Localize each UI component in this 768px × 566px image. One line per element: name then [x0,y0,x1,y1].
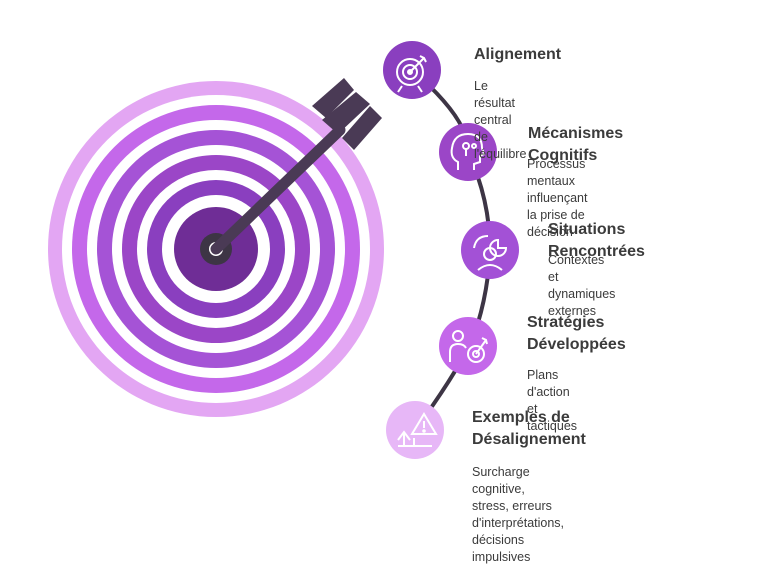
item-description: Surcharge cognitive, stress, erreurs d'i… [472,465,565,564]
item-description: Plans d'action et tactiques [527,368,578,433]
node-mecanismes [439,123,497,181]
arrow [210,78,382,255]
item-description: Le résultat central de l'équilibre [474,79,527,161]
node-strategies [439,317,497,375]
warning-scale-icon [397,412,438,447]
diagram-stage: Alignement Le résultat central de l'équi… [48,41,645,564]
item-description: Contextes et dynamiques externes [548,253,616,318]
item-title: Mécanismes Cognitifs [528,125,624,164]
item-title: Exemples de Désalignement [472,409,586,448]
person-target-icon [449,330,488,363]
arrow-fletching-1 [322,92,370,134]
item-title: Stratégies Développées [527,314,626,353]
target-diagram [48,41,519,459]
node-situations [461,221,519,279]
arrow-fletching-3 [312,78,354,118]
node-desalignement [386,401,444,459]
person-chart-icon [473,235,508,271]
arrow-fletching-2 [342,106,382,150]
target-icon [396,55,427,93]
node-alignement [383,41,441,99]
item-title: Situations Rencontrées [548,221,645,260]
head-brain-icon [450,132,486,170]
item-description: Processus mentaux influençant la prise d… [527,157,588,239]
item-title: Alignement [474,46,562,63]
